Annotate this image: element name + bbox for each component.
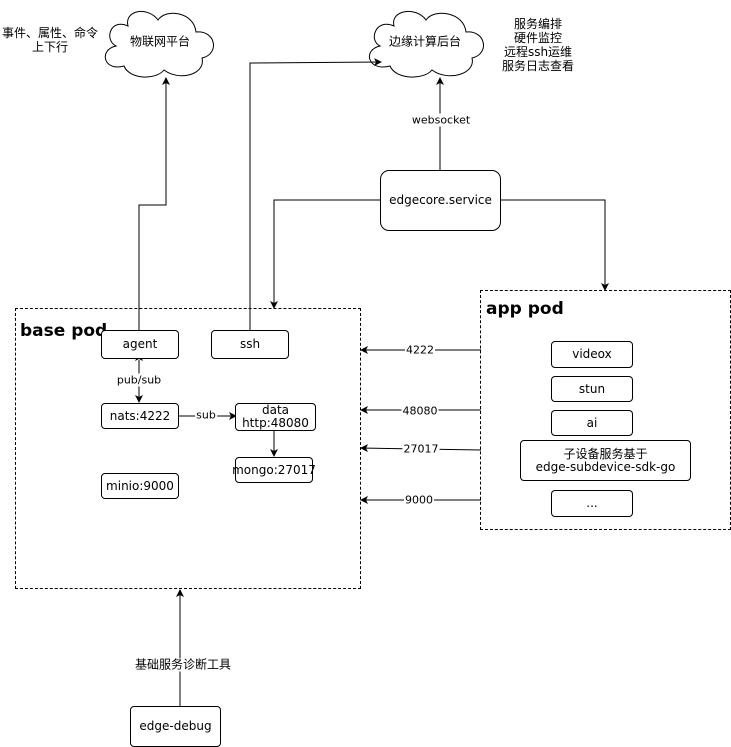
ssh-node: ssh <box>211 330 289 359</box>
edge-edgecore-to-base <box>270 199 381 309</box>
app-pod-title: app pod <box>486 299 564 319</box>
minio-node: minio:9000 <box>101 473 179 499</box>
port-27017-label: 27017 <box>402 442 440 456</box>
edge-ssh-to-backend <box>249 58 382 330</box>
base-pod-container <box>15 308 361 589</box>
port-9000-label: 9000 <box>404 493 434 507</box>
videox-node: videox <box>551 341 633 368</box>
edge-debug-node: edge-debug <box>130 706 221 747</box>
subdevice-node: 子设备服务基于 edge-subdevice-sdk-go <box>520 440 691 481</box>
port-48080-label: 48080 <box>401 404 439 418</box>
base-pod-title: base pod <box>20 321 108 341</box>
stun-node: stun <box>551 376 633 402</box>
data-node: data http:48080 <box>235 403 316 431</box>
edge-agent-to-iot <box>138 77 170 330</box>
cloud-edge-backend <box>369 11 484 78</box>
port-4222-label: 4222 <box>405 343 435 357</box>
websocket-label: websocket <box>410 113 472 127</box>
ai-node: ai <box>551 410 633 436</box>
iot-note: 事件、属性、命令 上下行 <box>1 26 98 54</box>
mongo-node: mongo:27017 <box>232 457 316 483</box>
edge-edgecore-to-app <box>500 199 609 291</box>
edge-note: 服务编排 硬件监控 远程ssh运维 服务日志查看 <box>501 17 574 73</box>
pubsub-label: pub/sub <box>115 373 163 387</box>
iot-platform-label: 物联网平台 <box>129 34 191 49</box>
edgecore-service-node: edgecore.service <box>380 170 501 231</box>
sub-label: sub <box>195 408 217 422</box>
more-node: ... <box>551 490 633 517</box>
nats-node: nats:4222 <box>101 403 179 429</box>
cloud-iot-platform <box>104 11 214 78</box>
agent-node: agent <box>101 330 179 359</box>
edge-backend-label: 边缘计算后台 <box>388 34 462 49</box>
debug-tool-label: 基础服务诊断工具 <box>133 657 233 672</box>
